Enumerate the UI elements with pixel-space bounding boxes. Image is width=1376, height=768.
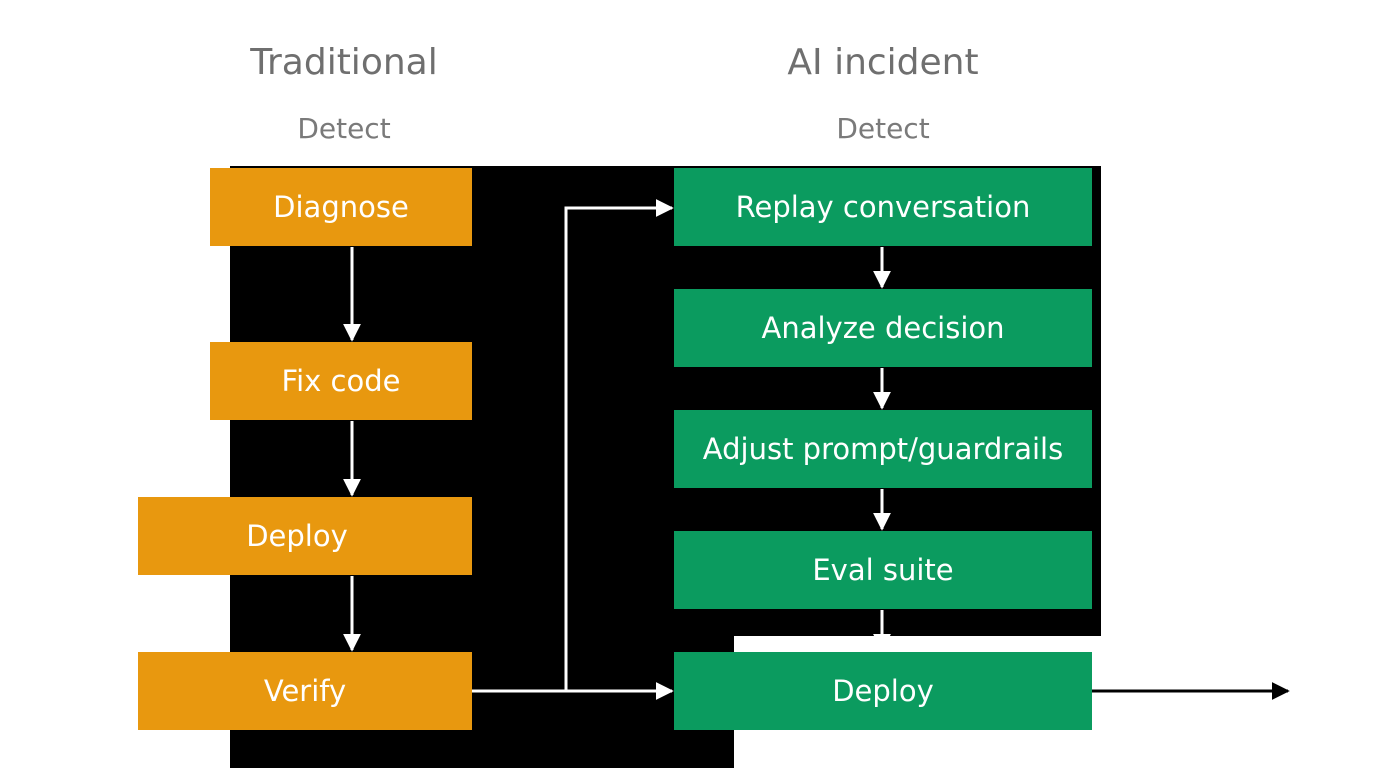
step-verify: Verify — [138, 652, 472, 730]
traditional-title: Traditional — [250, 42, 438, 83]
arrow-verify-to-replay — [564, 199, 674, 691]
ai-detect-label: Detect — [836, 112, 930, 145]
step-adjust-prompt-guardrails: Adjust prompt/guardrails — [674, 410, 1092, 488]
step-replay-conversation: Replay conversation — [674, 168, 1092, 246]
traditional-detect-label: Detect — [297, 112, 391, 145]
ai-incident-title: AI incident — [787, 42, 979, 83]
step-deploy-traditional: Deploy — [138, 497, 472, 575]
step-fix-code: Fix code — [210, 342, 472, 420]
step-eval-suite: Eval suite — [674, 531, 1092, 609]
white-gap-panel — [734, 636, 1101, 650]
step-deploy-ai: Deploy — [674, 652, 1092, 730]
step-analyze-decision: Analyze decision — [674, 289, 1092, 367]
step-diagnose: Diagnose — [210, 168, 472, 246]
